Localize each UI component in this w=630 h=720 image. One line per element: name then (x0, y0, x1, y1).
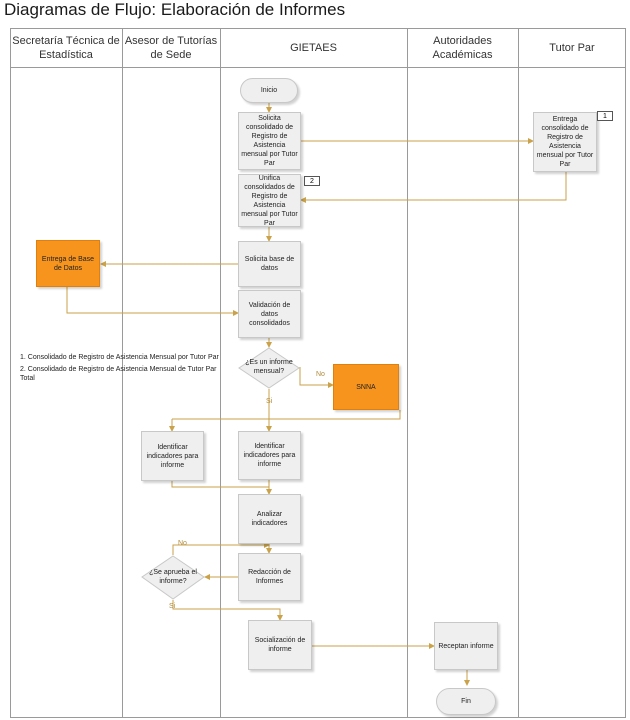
lane-header-asesor: Asesor de Tutorías de Sede (122, 28, 220, 68)
process-solicita-consolidado: Solicita consolidado de Registro de Asis… (238, 112, 301, 170)
process-unifica-consolidados: Unifica consolidados de Registro de Asis… (238, 174, 301, 227)
decision-es-informe-mensual: ¿Es un informe mensual? (245, 359, 293, 375)
diagram-title: Diagramas de Flujo: Elaboración de Infor… (4, 0, 346, 19)
process-identificar-gietaes: Identificar indicadores para informe (238, 431, 301, 480)
lane-header-tutor-par: Tutor Par (518, 28, 626, 68)
connector (171, 481, 272, 495)
lane-divider (122, 28, 123, 718)
process-entrega-consolidado: Entrega consolidado de Registro de Asist… (533, 112, 597, 172)
process-receptan: Receptan informe (434, 622, 498, 670)
process-identificar-asesor: Identificar indicadores para informe (141, 431, 204, 481)
decision-diamond (238, 347, 300, 389)
process-snna: SNNA (333, 364, 399, 410)
connector (172, 542, 270, 555)
connector (299, 367, 334, 388)
connector (66, 287, 239, 316)
process-analizar: Analizar indicadores (238, 494, 301, 544)
footnote-2: 2. Consolidado de Registro de Asistencia… (20, 366, 217, 382)
reference-flag: 1 (597, 111, 613, 121)
swimlane-frame (10, 28, 626, 718)
branch-label-si: Si (266, 398, 273, 405)
reference-flag: 2 (304, 176, 320, 186)
process-redaccion: Redacción de Informes (238, 553, 301, 601)
start-terminal: Inicio (240, 78, 298, 103)
lane-divider (220, 28, 221, 718)
connector (300, 172, 567, 203)
connector (172, 600, 283, 621)
branch-label-no: No (178, 540, 187, 547)
branch-label-si: Si (169, 603, 176, 610)
branch-label-no: No (316, 371, 325, 378)
process-socializacion: Socialización de informe (248, 620, 312, 670)
process-solicita-base: Solicita base de datos (238, 241, 301, 287)
lane-divider (518, 28, 519, 718)
decision-se-aprueba: ¿Se aprueba el informe? (149, 569, 197, 585)
connector (172, 389, 401, 420)
lane-header-autoridades: Autoridades Académicas (407, 28, 518, 68)
footnote-1: 1. Consolidado de Registro de Asistencia… (20, 354, 219, 361)
lane-divider (407, 28, 408, 718)
end-terminal: Fin (436, 688, 496, 715)
process-entrega-base: Entrega de Base de Datos (36, 240, 100, 287)
process-validacion: Validación de datos consolidados (238, 290, 301, 338)
lane-header-secretaria: Secretaría Técnica de Estadística (10, 28, 122, 68)
lane-header-gietaes: GIETAES (220, 28, 407, 68)
decision-diamond (141, 555, 205, 600)
